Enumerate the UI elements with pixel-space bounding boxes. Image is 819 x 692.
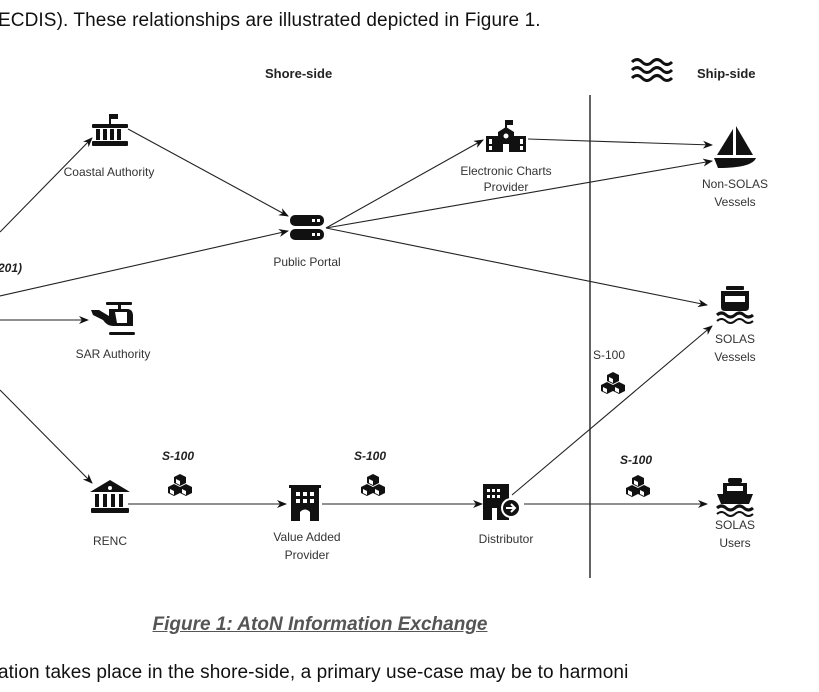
aton-information-exchange-diagram: Shore-side Ship-side 201) Coastal Author… [0,58,768,578]
sailboat-icon [714,126,756,168]
figure-caption-text: Figure 1: AtoN Information Exchange [152,614,488,635]
node-label-solas-vessels-line1: SOLAS [715,332,755,346]
node-label-electronic-charts-provider-line2: Provider [484,180,529,194]
header-shore-side: Shore-side [265,66,332,81]
partial-source-label: 201) [0,261,22,275]
edge-public-portal-to-electronic-charts-provider [325,139,484,229]
node-label-value-added-provider-line1: Value Added [273,530,340,544]
header-ship-side: Ship-side [697,66,756,81]
node-label-non-solas-vessels-line2: Vessels [714,195,755,209]
server-icon [290,215,324,240]
node-label-solas-vessels-line2: Vessels [714,350,755,364]
node-label-solas-users-line1: SOLAS [715,518,755,532]
data-package-icon [601,372,625,394]
government-building-flag-icon [92,114,128,146]
school-building-icon [486,120,526,152]
node-label-coastal-authority: Coastal Authority [64,165,155,179]
building-arrow-icon [483,484,521,520]
figure-caption: Figure 1: AtoN Information Exchange [0,614,640,636]
office-building-icon [289,485,321,521]
data-package-icon [626,475,650,497]
node-label-value-added-provider-line2: Provider [285,548,330,562]
body-text-top: ECDIS). These relationships are illustra… [0,10,541,31]
edge-source-to-renc [0,389,93,484]
bank-building-icon [90,480,130,513]
ship-icon [716,286,754,324]
node-label-electronic-charts-provider-line1: Electronic Charts [460,164,551,178]
edges [0,128,713,508]
edge-public-portal-to-non-solas-vessels [325,158,713,229]
data-label-vap-to-distributor: S-100 [354,449,386,463]
data-package-icon [361,474,385,496]
data-package-icon [168,474,192,496]
node-label-sar-authority: SAR Authority [76,347,151,361]
node-label-non-solas-vessels-line1: Non-SOLAS [702,177,768,191]
data-label-distributor-to-solas-users: S-100 [620,453,652,467]
node-label-renc: RENC [93,534,127,548]
edge-distributor-to-solas-vessels [511,325,713,496]
edge-source-to-coastal-authority [0,137,93,233]
waves-icon [630,58,674,82]
data-label-renc-to-vap: S-100 [162,449,194,463]
edge-electronic-charts-provider-to-non-solas-vessels [527,138,713,149]
edge-public-portal-to-solas-vessels [325,227,708,308]
body-text-bottom: ation takes place in the shore-side, a p… [0,662,629,683]
data-label-distributor-to-solas-vessels: S-100 [593,348,625,362]
helicopter-icon [91,302,135,335]
node-label-solas-users-line2: Users [719,536,750,550]
node-label-distributor: Distributor [479,532,534,546]
ship-icon [716,478,754,517]
edge-source-to-public-portal [0,229,289,297]
node-label-public-portal: Public Portal [273,255,340,269]
edge-coastal-authority-to-public-portal [127,128,289,217]
